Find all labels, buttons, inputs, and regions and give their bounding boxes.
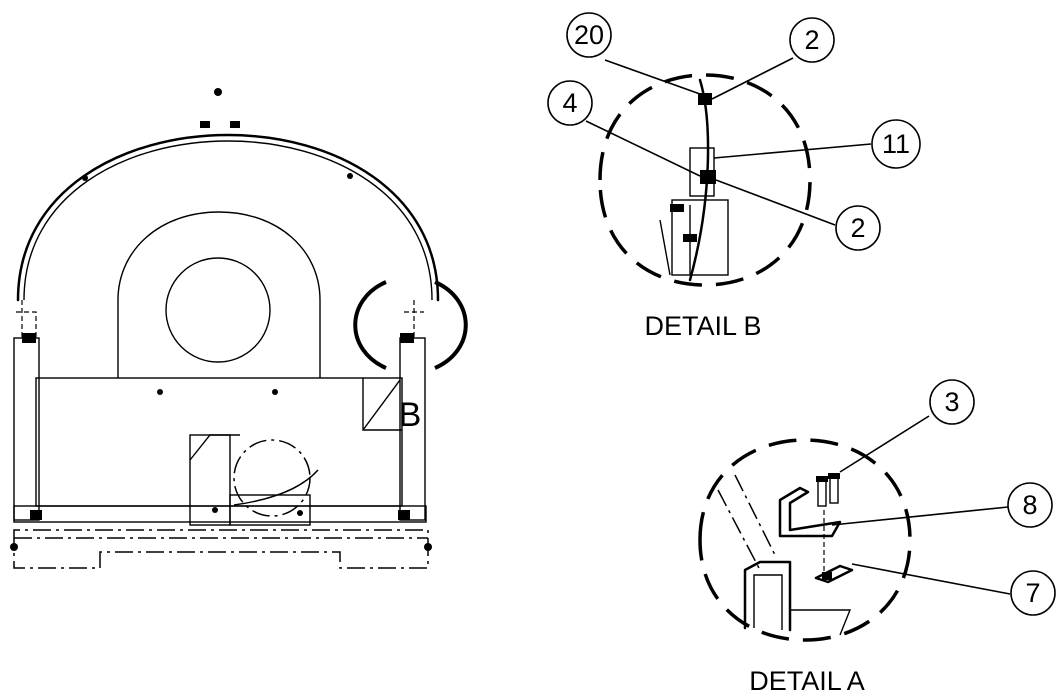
main-assembly-view: B bbox=[10, 88, 468, 569]
callout-20: 20 bbox=[566, 12, 612, 58]
detail-b-callouts: 20 2 4 11 2 DETAIL B bbox=[547, 12, 921, 341]
detail-a-callouts: 3 8 7 DETAIL A bbox=[749, 379, 1056, 696]
svg-text:2: 2 bbox=[850, 213, 865, 243]
svg-text:7: 7 bbox=[1025, 578, 1040, 608]
detail-b-title: DETAIL B bbox=[644, 311, 761, 341]
svg-text:8: 8 bbox=[1022, 490, 1037, 520]
detail-a-title: DETAIL A bbox=[749, 666, 865, 696]
callout-2-bottom: 2 bbox=[835, 205, 881, 251]
svg-text:2: 2 bbox=[804, 25, 819, 55]
svg-text:11: 11 bbox=[882, 129, 910, 159]
callout-11: 11 bbox=[871, 119, 921, 169]
callout-2-top: 2 bbox=[789, 17, 835, 63]
callout-4: 4 bbox=[547, 80, 593, 126]
callout-7: 7 bbox=[1010, 570, 1056, 616]
detail-b-view bbox=[598, 73, 812, 287]
callout-8: 8 bbox=[1007, 482, 1053, 528]
callout-3: 3 bbox=[929, 379, 975, 425]
svg-text:3: 3 bbox=[944, 387, 959, 417]
svg-text:20: 20 bbox=[574, 20, 604, 50]
detail-b-marker: B bbox=[399, 396, 422, 434]
detail-a-view bbox=[698, 438, 912, 642]
svg-text:4: 4 bbox=[562, 88, 577, 118]
